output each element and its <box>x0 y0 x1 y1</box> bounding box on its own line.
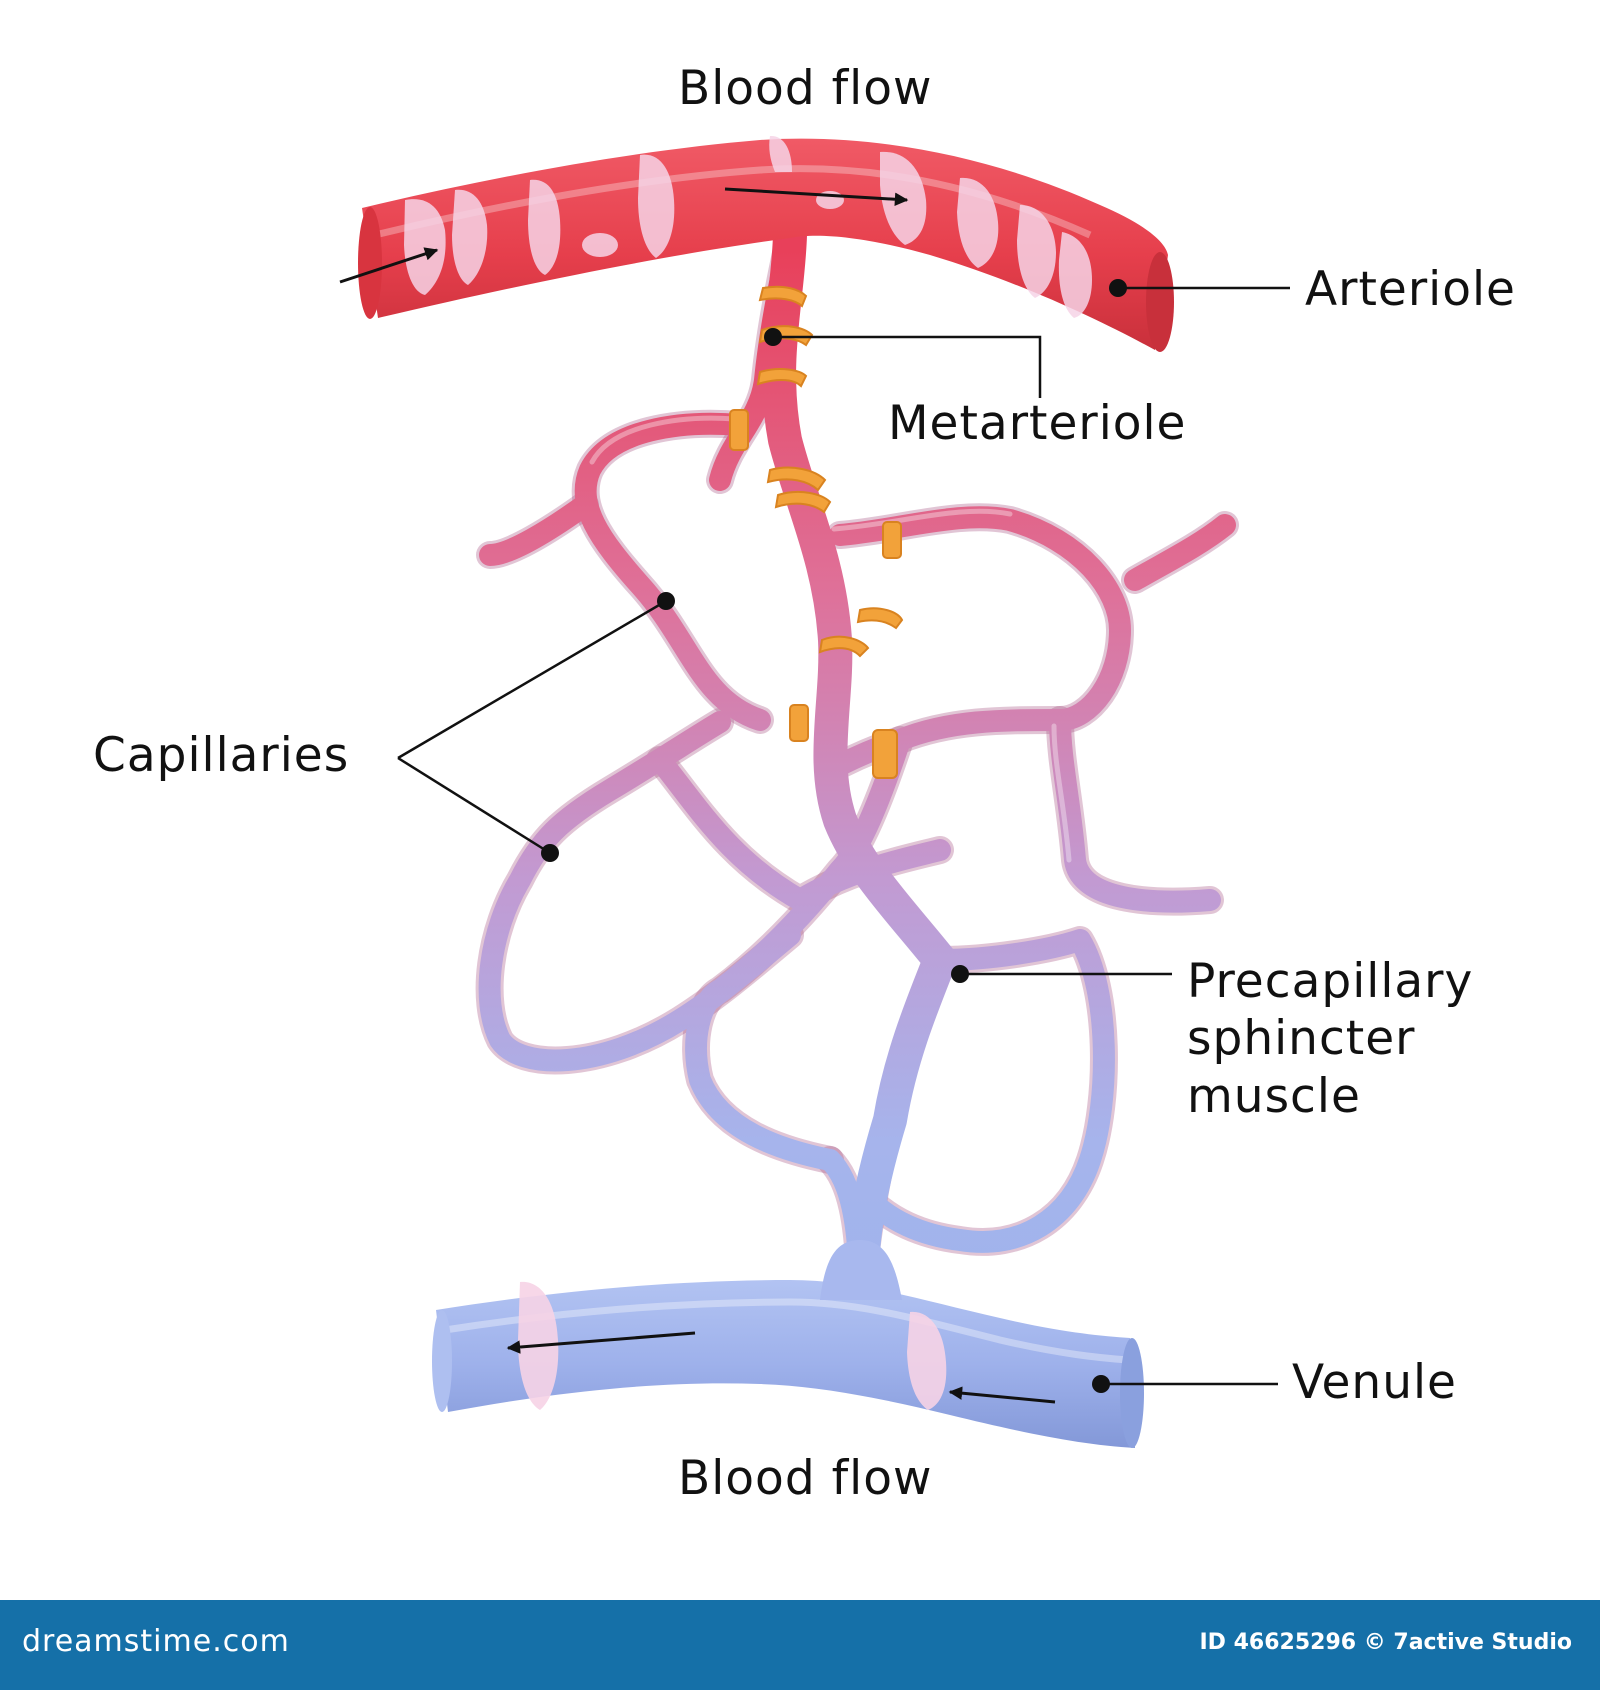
arrow-into-arteriole <box>339 247 439 284</box>
metarteriole-label: Metarteriole <box>888 396 1187 451</box>
sphincter-band <box>882 521 902 559</box>
arrow-along-arteriole <box>724 187 909 207</box>
capillaries-leader-upper <box>397 599 667 760</box>
leader-lines <box>397 286 1290 1386</box>
venule-cut-end <box>1120 1338 1144 1448</box>
flow-arrows <box>339 187 1056 1404</box>
blood-flow-top-label: Blood flow <box>678 61 933 116</box>
arrow-into-venule <box>948 1386 1056 1404</box>
microcirculation-illustration <box>339 135 1290 1448</box>
arteriole-cut-end <box>1146 252 1174 352</box>
sphincter-band <box>766 466 827 492</box>
sphincter-band <box>756 368 808 388</box>
metarteriole-pointer-dot <box>764 328 782 346</box>
capillaries-leader-lower <box>397 756 551 855</box>
venule-vessel <box>432 1240 1144 1448</box>
venule-label: Venule <box>1292 1355 1457 1410</box>
precapillary-pointer-dot <box>951 965 969 983</box>
sphincter-band <box>774 491 832 514</box>
precapillary-sphincters <box>729 285 904 779</box>
capillaries-pointer-dot <box>657 592 675 610</box>
footer-logo[interactable]: dreamstime.com <box>22 1624 290 1659</box>
capillaries-pointer-dot <box>541 844 559 862</box>
precapillary-label-line: sphincter <box>1187 1011 1416 1067</box>
sphincter-band <box>789 704 809 742</box>
leader-dots <box>541 279 1127 1393</box>
sphincter-band <box>758 285 808 308</box>
sphincter-band <box>872 729 898 779</box>
metarteriole-vessel <box>762 218 957 1317</box>
metarteriole-leader <box>773 335 1042 398</box>
precapillary-label-line: muscle <box>1187 1068 1361 1124</box>
arteriole-pointer-dot <box>1109 279 1127 297</box>
capillaries-label: Capillaries <box>93 728 350 783</box>
precapillary-sphincter-label: Precapillary sphincter muscle <box>1187 953 1473 1125</box>
sphincter-band <box>818 635 870 658</box>
footer-credit: ID 46625296 © 7active Studio <box>1199 1630 1573 1655</box>
precapillary-label-line: Precapillary <box>1187 954 1474 1009</box>
footer-bar: dreamstime.com ID 46625296 © 7active Stu… <box>0 1600 1600 1690</box>
sphincter-band <box>856 607 904 630</box>
sphincter-band <box>729 409 749 451</box>
arrow-along-venule <box>506 1331 696 1354</box>
venule-pointer-dot <box>1092 1375 1110 1393</box>
arteriole-label: Arteriole <box>1305 262 1516 317</box>
blood-flow-bottom-label: Blood flow <box>678 1451 933 1506</box>
